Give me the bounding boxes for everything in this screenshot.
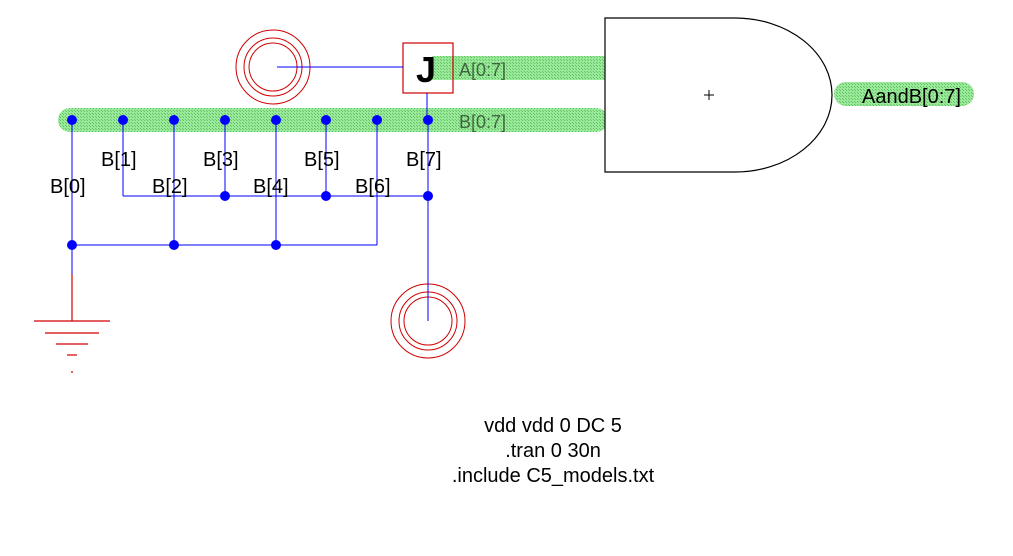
bus-out[interactable]: [834, 82, 974, 106]
ground-icon[interactable]: [34, 274, 110, 373]
pin-label-b5: B[5]: [304, 149, 340, 171]
pin-label-b6: B[6]: [355, 176, 391, 198]
jumper-symbol[interactable]: J: [402, 42, 454, 94]
spice-directive-line: .tran 0 30n: [505, 440, 601, 462]
bus-a[interactable]: [432, 56, 608, 80]
pin-label-b4: B[4]: [253, 176, 289, 198]
pin-label-b1: B[1]: [101, 149, 137, 171]
junction-node: [321, 191, 331, 201]
bus-tap-node: [67, 115, 77, 125]
junction-node: [423, 191, 433, 201]
bus-tap-node: [321, 115, 331, 125]
bus-tap-node: [220, 115, 230, 125]
spice-directive-line: .include C5_models.txt: [452, 465, 655, 487]
pin-label-b3: B[3]: [203, 149, 239, 171]
bus-a-label: A[0:7]: [459, 60, 506, 80]
pin-label-b0: B[0]: [50, 176, 86, 198]
jumper-label: J: [416, 49, 436, 90]
bus-out-label: AandB[0:7]: [862, 86, 961, 108]
bus-tap-node: [118, 115, 128, 125]
spice-directive-block[interactable]: vdd vdd 0 DC 5 .tran 0 30n .include C5_m…: [452, 415, 655, 487]
bus-tap-node: [372, 115, 382, 125]
bus-b[interactable]: [58, 108, 608, 132]
bus-tap-node: [169, 115, 179, 125]
junction-node: [67, 240, 77, 250]
junction-node: [220, 191, 230, 201]
bus-tap-node: [271, 115, 281, 125]
pin-label-b2: B[2]: [152, 176, 188, 198]
junction-node: [169, 240, 179, 250]
junction-node: [271, 240, 281, 250]
nodes: [67, 115, 433, 250]
spice-directive-line: vdd vdd 0 DC 5: [484, 415, 622, 437]
pin-label-b7: B[7]: [406, 149, 442, 171]
bus-tap-node: [423, 115, 433, 125]
bus-b-label: B[0:7]: [459, 112, 506, 132]
and-gate-icon[interactable]: [604, 17, 833, 173]
